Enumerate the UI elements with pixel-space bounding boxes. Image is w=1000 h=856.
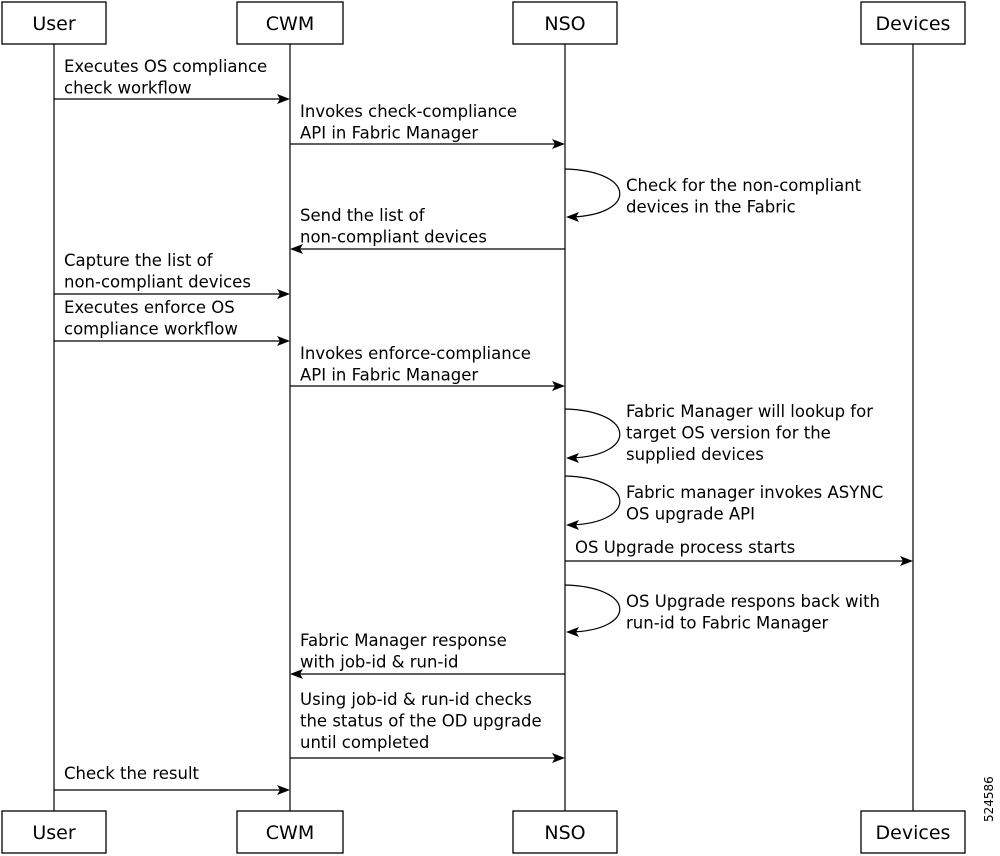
message-label: Send the list of	[300, 206, 426, 225]
self-message-arrow	[564, 408, 621, 459]
participant-box	[1, 1, 107, 45]
message-label: Using job-id & run-id checks	[300, 690, 532, 709]
participant-devices-top: Devices	[860, 1, 966, 45]
arrowhead	[900, 556, 913, 566]
participant-label: NSO	[544, 822, 585, 844]
message-label: Fabric manager invokes ASYNC	[626, 483, 883, 502]
participant-box	[860, 1, 966, 45]
participant-label: CWM	[266, 13, 314, 35]
participant-label: User	[32, 13, 75, 35]
arrowhead	[552, 139, 565, 149]
participant-nso-top: NSO	[512, 1, 618, 45]
participant-user-bottom: User	[1, 810, 107, 854]
message-label: until completed	[300, 733, 429, 752]
message-label: compliance workflow	[64, 320, 238, 339]
message-label: run-id to Fabric Manager	[626, 614, 829, 633]
message-m12: Fabric Manager response with job-id & run…	[290, 631, 565, 679]
message-label: non-compliant devices	[64, 273, 251, 292]
message-label: API in Fabric Manager	[300, 124, 478, 143]
arrowhead	[552, 381, 565, 391]
figure-id: 524586	[982, 776, 996, 822]
message-m14: Check the result	[54, 764, 290, 795]
message-label: the status of the OD upgrade	[300, 712, 542, 731]
participant-label: Devices	[876, 822, 951, 844]
participant-box	[236, 1, 344, 45]
arrowhead	[290, 669, 303, 679]
participant-box	[512, 1, 618, 45]
message-m11: OS Upgrade respons back with run-id to Fa…	[564, 584, 880, 637]
self-message-arrow	[564, 475, 621, 526]
message-label: Check the result	[64, 764, 200, 783]
participant-label: NSO	[544, 13, 585, 35]
message-label: OS Upgrade process starts	[575, 538, 795, 557]
arrowhead	[277, 336, 290, 346]
participant-devices-bottom: Devices	[860, 810, 966, 854]
message-label: target OS version for the	[626, 424, 831, 443]
message-m13: Using job-id & run-id checks the status o…	[290, 690, 565, 763]
arrowhead	[566, 453, 579, 463]
arrowhead	[277, 785, 290, 795]
message-label: Invokes enforce-compliance	[300, 344, 531, 363]
message-m10: OS Upgrade process starts	[565, 538, 913, 566]
message-m6: Executes enforce OS compliance workflow	[54, 298, 290, 346]
participant-box	[860, 810, 966, 854]
message-label: Invokes check-compliance	[300, 102, 517, 121]
arrowhead	[552, 753, 565, 763]
self-message-arrow	[564, 168, 621, 218]
message-label: OS Upgrade respons back with	[626, 592, 880, 611]
message-label: non-compliant devices	[300, 228, 487, 247]
message-label: devices in the Fabric	[626, 198, 796, 217]
participant-box	[236, 810, 344, 854]
message-label: Capture the list of	[64, 251, 214, 270]
message-m3: Check for the non-compliant devices in th…	[564, 168, 862, 222]
participant-user-top: User	[1, 1, 107, 45]
participant-cwm-bottom: CWM	[236, 810, 344, 854]
self-message-arrow	[564, 584, 621, 633]
message-label: Check for the non-compliant	[626, 176, 862, 195]
message-label: Executes enforce OS	[64, 298, 235, 317]
arrowhead	[566, 627, 579, 637]
participant-label: CWM	[266, 822, 314, 844]
message-label: Executes OS compliance	[64, 57, 267, 76]
participant-nso-bottom: NSO	[512, 810, 618, 854]
message-label: OS upgrade API	[626, 505, 755, 524]
message-label: supplied devices	[626, 445, 764, 464]
message-label: Fabric Manager will lookup for	[626, 402, 873, 421]
arrowhead	[277, 289, 290, 299]
message-label: with job-id & run-id	[300, 653, 458, 672]
message-m9: Fabric manager invokes ASYNC OS upgrade A…	[564, 475, 883, 530]
message-m5: Capture the list of non-compliant devices	[54, 251, 290, 299]
message-label: Fabric Manager response	[300, 631, 507, 650]
message-m4: Send the list of non-compliant devices	[290, 206, 565, 254]
message-m8: Fabric Manager will lookup for target OS …	[564, 402, 873, 464]
message-label: check workflow	[64, 79, 191, 98]
message-m1: Executes OS compliance check workflow	[54, 57, 290, 104]
arrowhead	[290, 244, 303, 254]
message-label: API in Fabric Manager	[300, 366, 478, 385]
arrowhead	[566, 212, 579, 222]
participant-cwm-top: CWM	[236, 1, 344, 45]
arrowhead	[566, 520, 579, 530]
arrowhead	[277, 94, 290, 104]
participant-box	[512, 810, 618, 854]
participant-label: User	[32, 822, 75, 844]
participant-box	[1, 810, 107, 854]
participant-label: Devices	[876, 13, 951, 35]
